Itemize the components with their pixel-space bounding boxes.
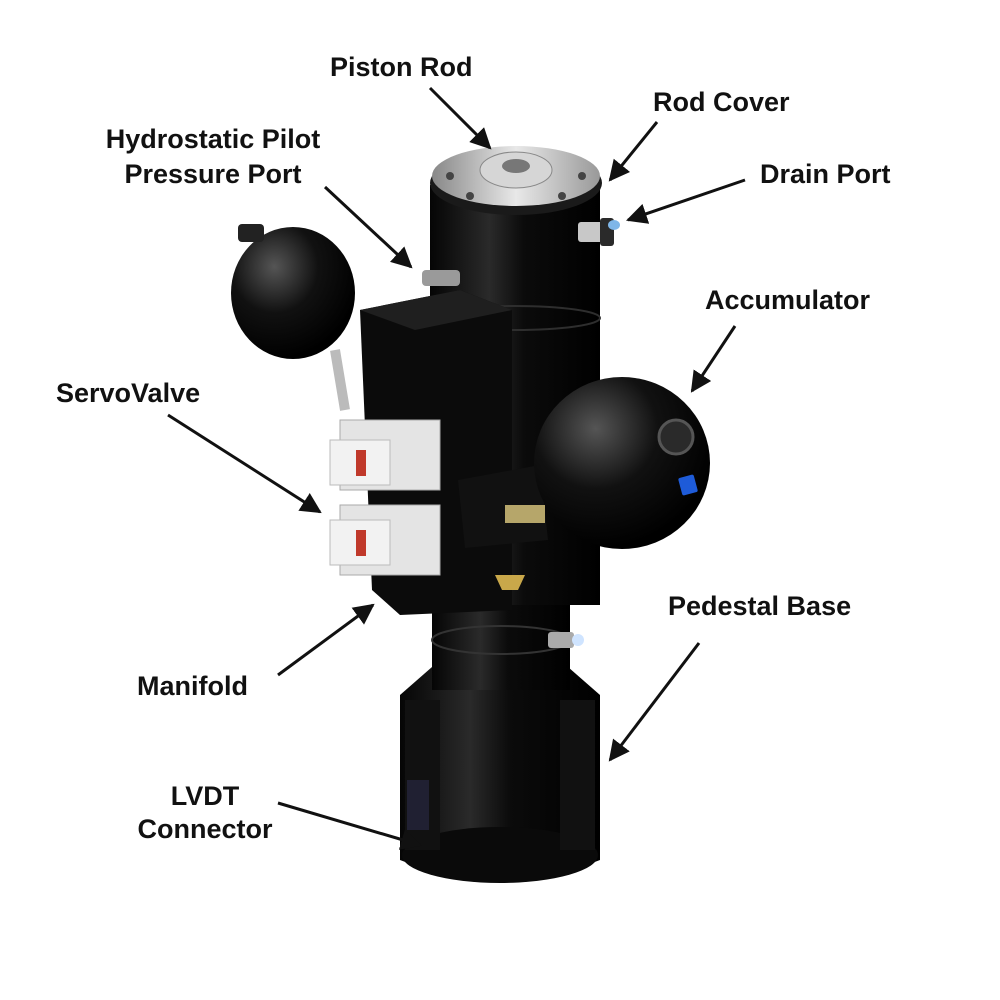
label-hydrostatic-pilot-line2: Pressure Port <box>124 159 302 189</box>
label-rod-cover: Rod Cover <box>653 87 790 117</box>
label-drain-port: Drain Port <box>760 159 891 189</box>
pedestal-base-shape <box>400 660 600 883</box>
label-pedestal-base: Pedestal Base <box>668 591 852 621</box>
arrow-drain-port <box>626 178 746 224</box>
callout-arrows <box>167 86 746 850</box>
arrow-pilot-port <box>323 185 413 269</box>
arrow-lvdt <box>277 801 423 850</box>
arrow-rod-cover <box>608 121 659 182</box>
label-piston-rod: Piston Rod <box>330 52 473 82</box>
label-hydrostatic-pilot-line1: Hydrostatic Pilot <box>105 124 321 154</box>
arrow-piston-rod <box>428 86 492 150</box>
label-servovalve: ServoValve <box>56 378 201 408</box>
label-accumulator: Accumulator <box>705 285 871 315</box>
arrow-pedestal-base <box>608 642 701 762</box>
arrow-servovalve <box>167 413 322 514</box>
left-accumulator-shape <box>231 227 355 359</box>
arrow-accumulator <box>690 325 737 393</box>
label-manifold: Manifold <box>137 671 248 701</box>
arrow-manifold <box>277 603 375 677</box>
right-accumulator-shape <box>534 377 710 549</box>
servovalve-shape <box>329 419 441 576</box>
label-lvdt-line2: Connector <box>137 814 273 844</box>
label-lvdt-line1: LVDT <box>170 781 240 811</box>
